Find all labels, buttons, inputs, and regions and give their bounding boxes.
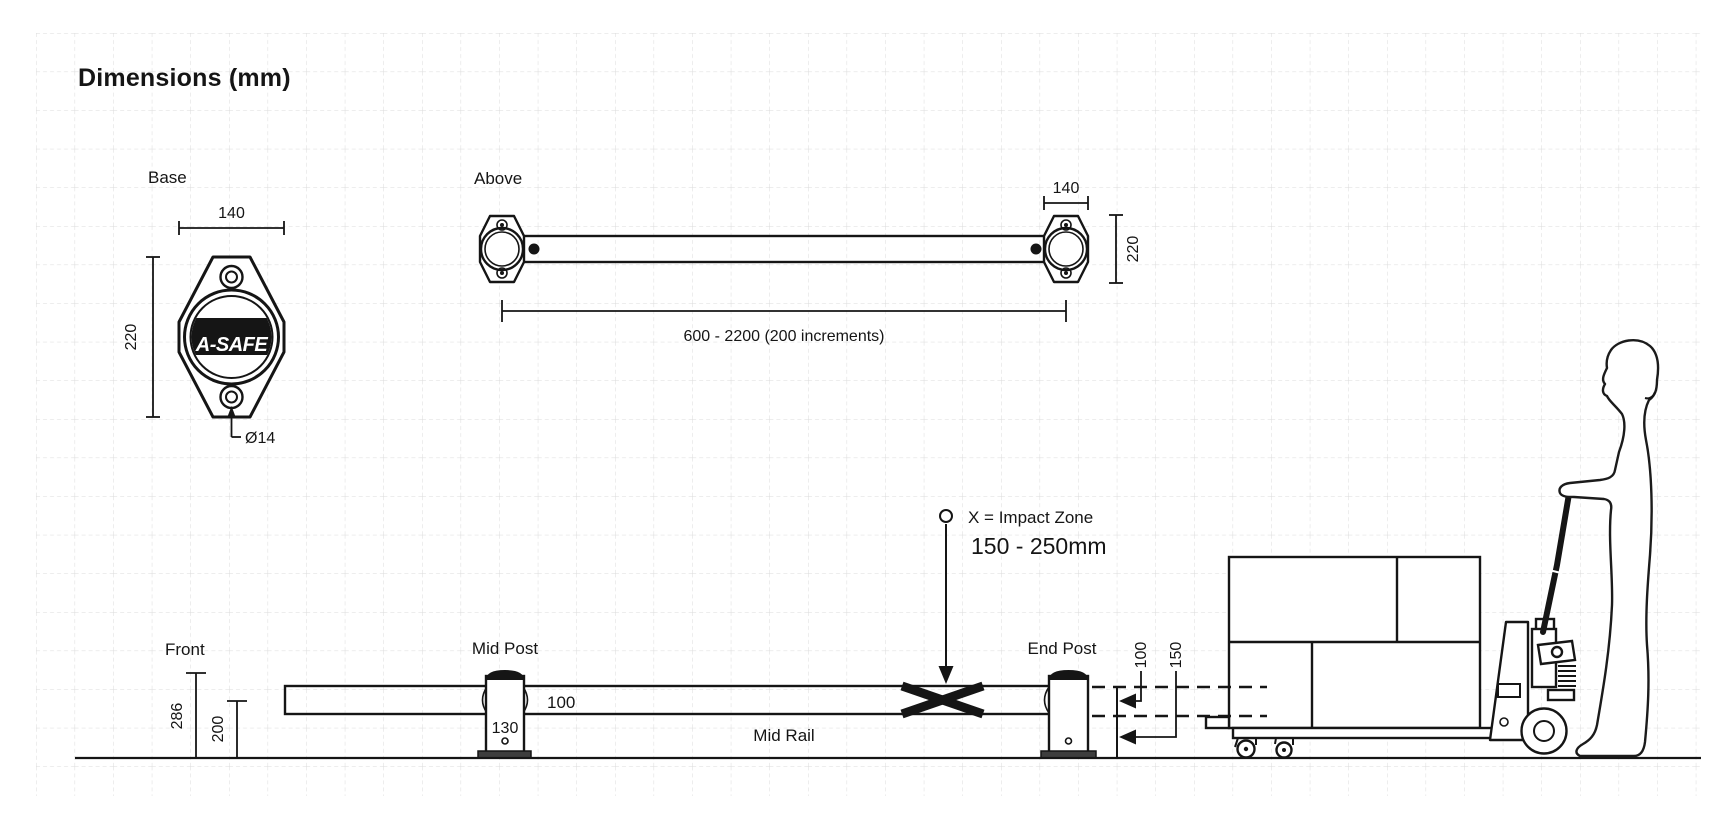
mid-rail-label: Mid Rail [753,726,814,745]
base-height-dimension: 220 [123,256,160,418]
truck-handle [1540,491,1572,635]
handle-joint [1548,569,1562,574]
above-post-depth-value: 220 [1125,236,1142,263]
base-hole-value: Ø14 [245,430,275,447]
base-view: Base 140 220 A-SAFE [123,168,286,447]
height-callouts: 100 150 [1092,642,1267,758]
load-boxes [1227,555,1482,730]
front-rail-height-value: 100 [547,693,575,712]
impact-zone-marker [939,509,953,523]
above-post-depth-dimension: 220 [1109,214,1142,284]
base-post-socket-inner [189,295,274,379]
above-length-value: 600 - 2200 (200 increments) [684,328,885,345]
end-post-label: End Post [1028,639,1097,658]
base-height-value: 220 [123,324,140,351]
end-post [1040,670,1097,759]
impact-zone-label: X = Impact Zone [968,508,1093,527]
front-view-label: Front [165,640,205,659]
base-bottom-bolt-hole-inner [225,390,238,404]
front-post-height-value: 286 [169,703,186,730]
base-width-value: 140 [218,205,245,222]
person-figure [1558,339,1660,758]
front-view: Front 286 200 100 130 [165,639,1097,759]
base-top-bolt-hole [219,264,244,290]
above-length-dimension: 600 - 2200 (200 increments) [501,300,1067,345]
fork-tip [1204,715,1231,730]
asafe-logo-text: A-SAFE [195,334,269,356]
above-view-label: Above [474,169,522,188]
above-left-post [478,214,526,284]
above-post-width-value: 140 [1053,180,1080,197]
impact-zone-annotation: X = Impact Zone 150 - 250mm [938,508,1107,684]
above-post-width-dimension: 140 [1043,180,1089,210]
above-rail-left-pin [528,243,540,255]
base-hole-dimension: Ø14 [227,406,275,447]
base-width-dimension: 140 [178,205,285,235]
hair-detail [1644,391,1656,400]
mid-post: 130 [477,670,532,759]
front-post-height-dimension: 286 [169,672,206,758]
mid-post-width-value: 130 [492,720,519,737]
pallet-truck-illustration [1204,491,1577,759]
offset-top-value: 100 [1133,642,1150,669]
base-top-bolt-hole-inner [225,270,238,284]
above-view: Above 140 [474,169,1142,345]
above-right-post [1042,214,1090,284]
mid-post-label: Mid Post [472,639,538,658]
page-title: Dimensions (mm) [78,64,291,92]
offset-top-dimension: 100 [1119,642,1150,709]
offset-bottom-value: 150 [1168,642,1185,669]
impact-x-mark [900,681,985,719]
impact-zone-range: 150 - 250mm [971,533,1107,559]
offset-bottom-dimension: 150 [1119,642,1185,745]
asafe-logo: A-SAFE [191,318,272,356]
drive-wheel-hub [1533,720,1555,742]
base-view-label: Base [148,168,187,187]
fork-bar [1231,726,1515,740]
front-rollers [1234,737,1294,759]
above-rail-right-pin [1030,243,1042,255]
drive-wheel [1520,707,1568,755]
front-rail-centre-dimension: 200 [210,700,247,758]
impact-arrow-head [938,666,954,684]
front-rail-centre-value: 200 [210,716,227,743]
